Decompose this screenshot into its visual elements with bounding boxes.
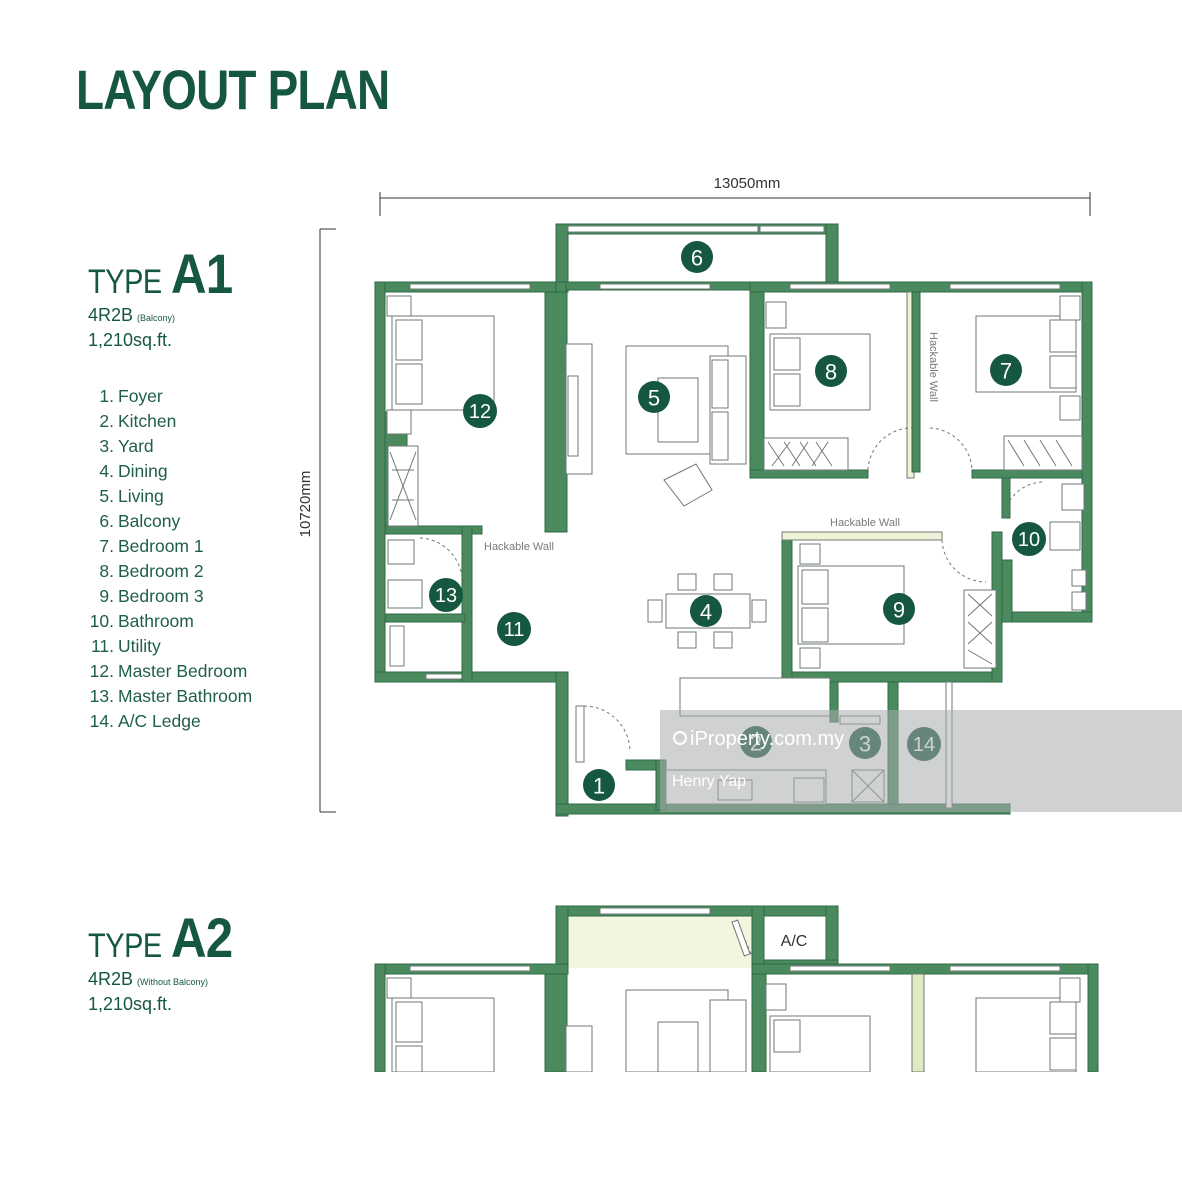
type-a2-code: A2 [170, 906, 233, 969]
svg-text:13: 13 [435, 585, 457, 607]
a1-floor-plan [374, 223, 1093, 817]
svg-text:12: 12 [469, 401, 491, 423]
svg-text:10: 10 [1018, 529, 1040, 551]
watermark: iProperty.com.my Henry Yap [660, 710, 1182, 812]
type-a2-header: TYPE A2 4R2B(Without Balcony) 1,210sq.ft… [88, 910, 240, 1015]
legend-item: 12.Master Bedroom [89, 661, 248, 681]
svg-text:5: 5 [648, 386, 660, 411]
room-marker-6: 6 [681, 241, 713, 273]
room-marker-11: 11 [497, 612, 531, 646]
legend-item: 4.Dining [99, 461, 168, 481]
ac-ledge-label: A/C [781, 933, 808, 950]
hackable-wall-note: Hackable Wall [484, 541, 554, 553]
height-dimension-label: 10720mm [297, 471, 314, 538]
svg-text:1: 1 [593, 774, 605, 799]
svg-text:9: 9 [893, 598, 905, 623]
type-a2-config: 4R2B [88, 969, 134, 989]
room-marker-1: 1 [583, 769, 615, 801]
svg-text:8: 8 [825, 360, 837, 385]
room-legend: 1.Foyer 2.Kitchen 3.Yard 4.Dining 5.Livi… [86, 384, 253, 734]
svg-text:4: 4 [700, 600, 712, 625]
watermark-site: iProperty.com.my [690, 728, 844, 750]
type-a1-header: TYPE A1 4R2B(Balcony) 1,210sq.ft. [88, 246, 240, 351]
room-marker-8: 8 [815, 355, 847, 387]
page-title: LAYOUT PLAN [76, 58, 390, 121]
width-dimension-label: 13050mm [714, 175, 781, 192]
room-marker-12: 12 [463, 394, 497, 428]
room-marker-9: 9 [883, 593, 915, 625]
type-a2-config-note: (Without Balcony) [137, 977, 209, 987]
svg-text:6: 6 [691, 246, 703, 271]
type-a1-area: 1,210sq.ft. [88, 330, 173, 350]
a2-floor-plan: A/C [0, 905, 1182, 1182]
room-marker-4: 4 [690, 595, 722, 627]
legend-item: 10.Bathroom [89, 611, 194, 631]
legend-item: 3.Yard [99, 436, 154, 456]
location-pin-icon [673, 731, 687, 745]
legend-item: 7.Bedroom 1 [99, 536, 204, 556]
type-a1-config-note: (Balcony) [137, 313, 176, 323]
room-marker-7: 7 [990, 354, 1022, 386]
legend-item: 9.Bedroom 3 [99, 586, 204, 606]
legend-item: 6.Balcony [99, 511, 181, 531]
legend-item: 13.Master Bathroom [89, 686, 253, 706]
width-dimension: 13050mm [379, 175, 1091, 216]
hackable-wall-note: Hackable Wall [830, 517, 900, 529]
type-a1-code: A1 [170, 242, 233, 305]
legend-item: 8.Bedroom 2 [99, 561, 204, 581]
hackable-wall-note: Hackable Wall [927, 332, 939, 402]
svg-text:7: 7 [1000, 359, 1012, 384]
height-dimension: 10720mm [297, 228, 336, 813]
svg-text:11: 11 [504, 619, 525, 641]
legend-item: 14.A/C Ledge [89, 711, 201, 731]
legend-item: 11.Utility [90, 636, 161, 656]
type-a2-word: TYPE [88, 927, 162, 965]
type-a1-config: 4R2B [88, 305, 134, 325]
room-marker-13: 13 [429, 578, 463, 612]
legend-item: 2.Kitchen [99, 411, 177, 431]
type-a2-area: 1,210sq.ft. [88, 994, 173, 1014]
watermark-agent: Henry Yap [672, 773, 746, 790]
legend-item: 5.Living [99, 486, 164, 506]
room-marker-5: 5 [638, 381, 670, 413]
type-a1-word: TYPE [88, 263, 162, 301]
legend-item: 1.Foyer [99, 386, 163, 406]
room-marker-10: 10 [1012, 522, 1046, 556]
